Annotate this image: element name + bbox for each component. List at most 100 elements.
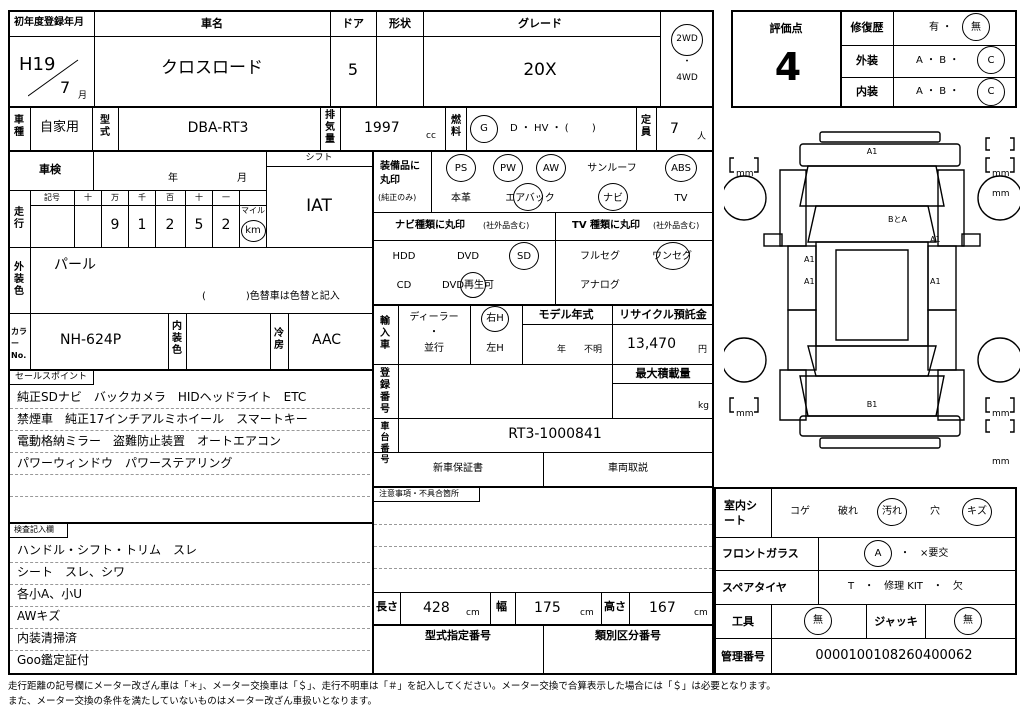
width-value: 175 (534, 600, 561, 616)
drive-4wd: 4WD (676, 73, 698, 83)
model-year-unit: 年 (557, 345, 567, 355)
mgmt-no-label: 管理番号 (721, 650, 765, 663)
manual-label: 車両取説 (608, 463, 648, 474)
km-label: km (245, 225, 261, 236)
tire-mm-label: mm (992, 169, 1010, 179)
tv-option: ワンセグ (652, 251, 692, 262)
displacement-unit: cc (426, 131, 436, 141)
tv-oneseg-circle (656, 242, 690, 270)
mileage-digit: 2 (221, 217, 231, 233)
navi-sd-circle (509, 242, 539, 270)
sales-label: セールスポイント (15, 372, 88, 382)
warranty-label: 新車保証書 (433, 463, 483, 474)
seat-scratch-circle (962, 498, 992, 526)
tv-type-label: TV 種類に丸印 (572, 220, 641, 231)
jack-label: ジャッキ (874, 615, 918, 628)
shaken-month-unit: 月 (237, 173, 247, 184)
displacement-label: 排気量 (325, 110, 335, 145)
inspection-note-line: 内装清掃済 (17, 631, 78, 645)
glass-options: ・ ×要交 (900, 548, 949, 559)
digit-header-4: 百 (166, 193, 174, 202)
tire-mm-label: mm (992, 457, 1010, 467)
digit-header-6: 一 (222, 193, 230, 202)
tv-option: アナログ (580, 280, 620, 291)
fuel-selected: G (480, 123, 488, 134)
damage-mark: A1 (866, 147, 878, 156)
drive-2wd-circle (671, 24, 703, 56)
rating-box (731, 10, 1017, 108)
height-label: 高さ (604, 600, 626, 613)
reg-month-unit: 月 (78, 91, 88, 101)
damage-mark: BとA (888, 215, 907, 224)
chassis-value: RT3-1000841 (508, 426, 602, 442)
jack-value: 無 (963, 615, 973, 626)
reg-era-year: H19 (19, 54, 56, 75)
shift-label: シフト (305, 153, 333, 163)
seat-option: 穴 (930, 506, 940, 517)
glass-selected: A (874, 548, 882, 559)
usage-label: 車種 (14, 115, 24, 138)
height-unit: cm (694, 608, 708, 618)
sales-line: 純正SDナビ バックカメラ HIDヘッドライト ETC (17, 390, 307, 404)
capacity-label: 定員 (641, 115, 651, 138)
import-dealer: ディーラー (409, 312, 459, 323)
width-label: 幅 (496, 600, 507, 613)
car-name-label: 車名 (201, 17, 223, 30)
inspection-note-line: Goo鑑定証付 (17, 653, 89, 667)
interior-options: A ・ B ・ (916, 86, 960, 97)
score-value: 4 (774, 45, 802, 89)
sales-line: パワーウィンドウ パワーステアリング (17, 456, 233, 470)
class-number-label: 類別区分番号 (595, 629, 661, 642)
tv-option: フルセグ (580, 251, 620, 262)
displacement-value: 1997 (364, 120, 400, 136)
glass-label: フロントガラス (722, 547, 799, 560)
navi-option: DVD再生可 (441, 280, 495, 291)
exterior-selected: C (987, 55, 995, 66)
exterior-label: 外装 (856, 54, 878, 67)
drive-2wd: 2WD (676, 34, 698, 44)
length-value: 428 (423, 600, 450, 616)
damage-mark: A1 (804, 255, 815, 264)
model-value: DBA-RT3 (187, 120, 249, 136)
ext-color-value: パール (54, 257, 96, 273)
interior-selected: C (987, 86, 995, 97)
cooling-label: 冷房 (274, 328, 284, 351)
ext-color-label: 外装色 (14, 262, 24, 297)
equip-item: AW (542, 163, 560, 174)
equipment-label: 装備品に丸印 (380, 161, 420, 186)
left-hand-drive: 左H (486, 343, 504, 354)
right-hand-drive: 右H (486, 313, 504, 324)
inspection-notes-label-box (10, 524, 68, 538)
usage-value: 自家用 (40, 120, 80, 135)
sales-line: 禁煙車 純正17インチアルミホイール スマートキー (17, 412, 308, 426)
equip-pw-circle (493, 154, 523, 182)
fuel-selected-circle (470, 115, 498, 143)
right-hand-circle (481, 306, 509, 332)
navi-option: SD (516, 251, 532, 262)
equipment-label-sub: (純正のみ) (378, 193, 417, 202)
inspection-notes-label: 検査記入欄 (14, 525, 54, 534)
recycle-value: 13,470 (627, 336, 676, 352)
grade-label: グレード (518, 17, 562, 30)
recycle-unit: 円 (698, 345, 708, 355)
mile-label: マイル (241, 206, 265, 215)
tire-mm-label: mm (992, 189, 1010, 199)
car-damage-diagram (724, 131, 1020, 449)
equip-item: PW (500, 163, 516, 174)
seat-option: 破れ (838, 506, 858, 517)
navi-option: DVD (456, 251, 480, 262)
inspection-note-line: ハンドル・シフト・トリム スレ (17, 543, 198, 557)
seat-label: 室内シート (724, 499, 757, 527)
length-label: 長さ (376, 600, 398, 613)
tools-circle (804, 607, 832, 635)
tools-label: 工具 (732, 615, 754, 628)
shaken-year-unit: 年 (168, 173, 178, 184)
doors-label: ドア (342, 17, 364, 30)
model-year-unknown: 不明 (584, 345, 603, 355)
equip-item: TV (674, 193, 688, 204)
drive-dot: ・ (682, 57, 692, 67)
navi-dvd-play-circle (460, 272, 486, 298)
equip-navi-circle (598, 183, 628, 211)
import-label: 輸入車 (380, 316, 390, 351)
digit-header-1: 十 (84, 193, 92, 202)
